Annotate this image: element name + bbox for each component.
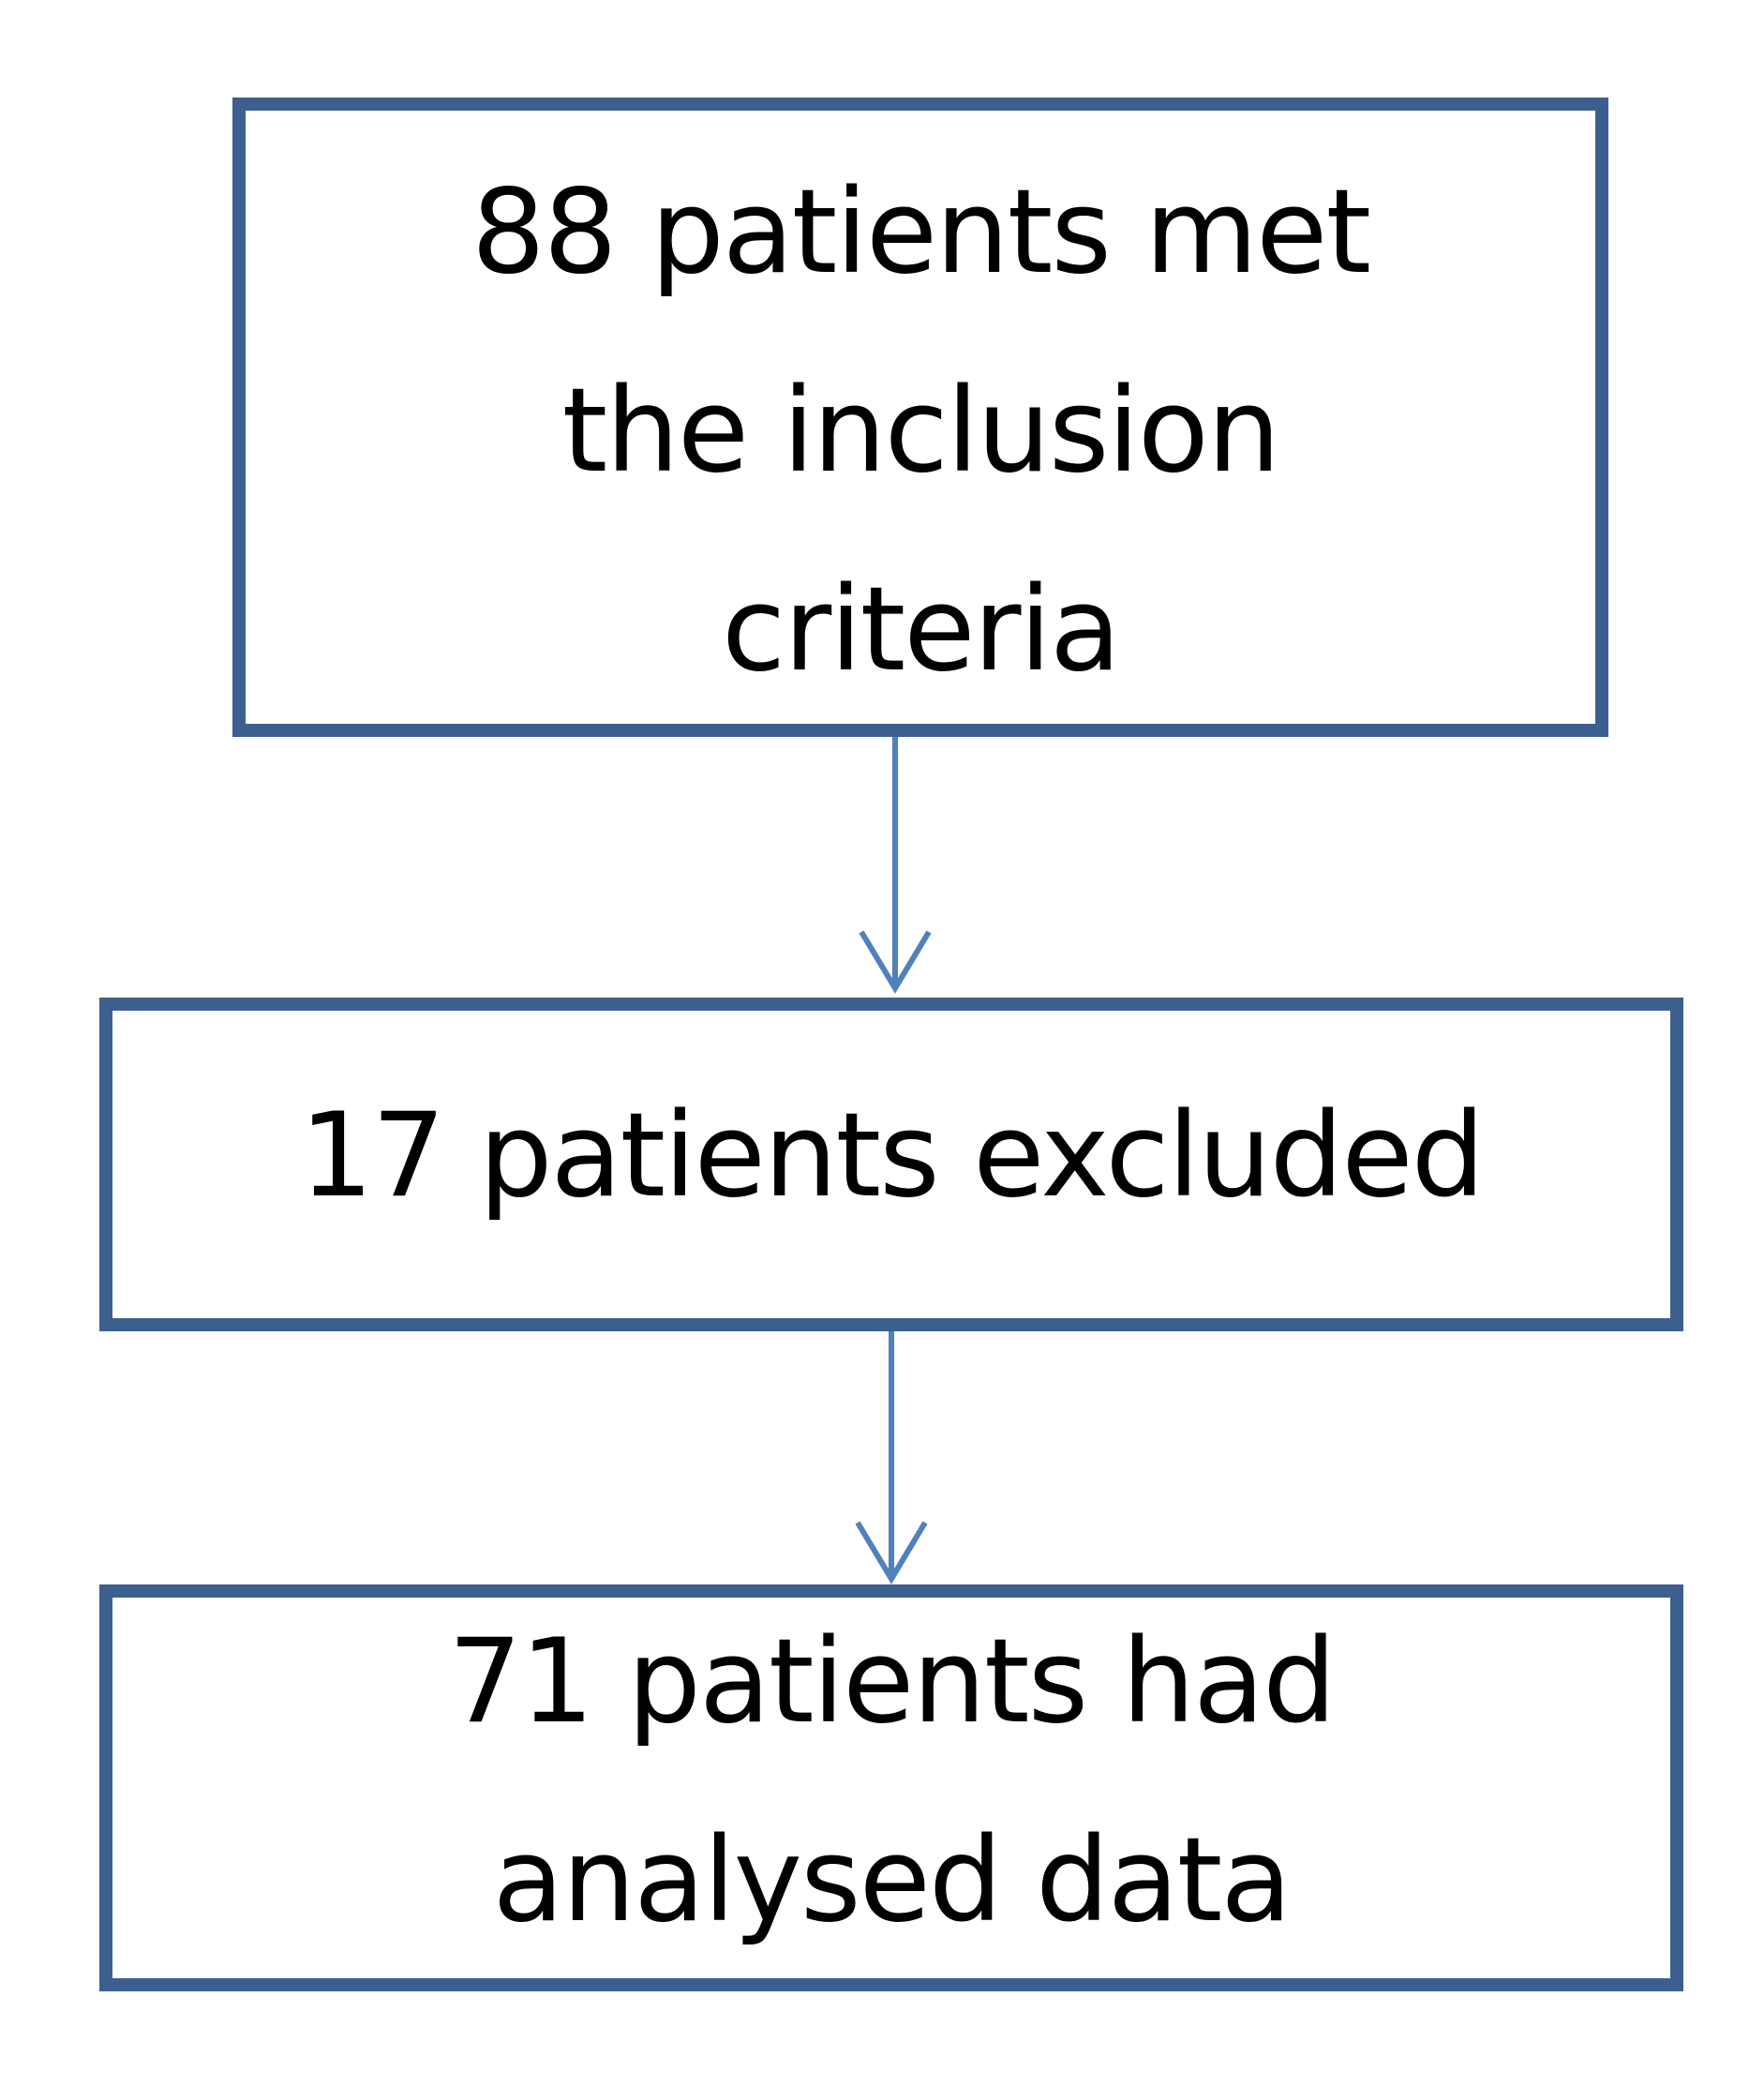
node-label-line: criteria [722,563,1121,698]
node-label: 88 patients met the inclusion criteria [471,133,1371,729]
node-excluded: 17 patients excluded [99,998,1683,1331]
node-inclusion-criteria: 88 patients met the inclusion criteria [232,98,1608,737]
arrow-inclusion-to-excluded [859,737,932,994]
node-label-line: analysed data [492,1813,1293,1948]
node-label-line: 88 patients met [471,165,1371,300]
arrow-excluded-to-analysed [855,1331,928,1584]
node-label-line: 71 patients had [448,1614,1337,1749]
node-analysed-data: 71 patients had analysed data [99,1584,1683,1991]
node-label-line: the inclusion [561,364,1281,499]
node-label: 17 patients excluded [299,1057,1486,1255]
node-label: 71 patients had analysed data [448,1583,1337,1980]
arrow-head [855,1521,928,1584]
arrow-head [859,930,932,994]
node-label-line: 17 patients excluded [299,1089,1486,1224]
